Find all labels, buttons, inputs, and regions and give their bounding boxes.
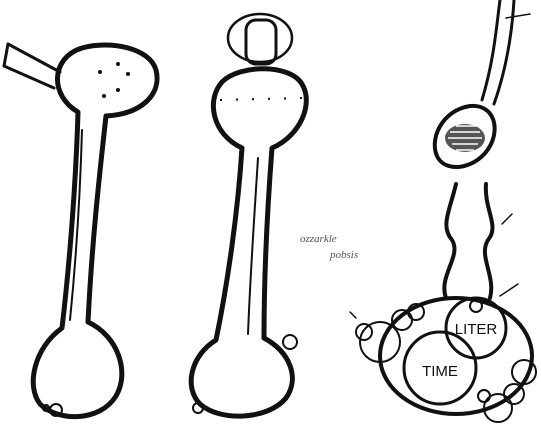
left-flask-icon: [4, 44, 157, 417]
faint-text-line-2: pobsis: [329, 249, 358, 261]
liter-label: LITER: [455, 321, 498, 338]
faint-text-line-1: ozzarkle: [300, 233, 337, 245]
right-blister-pipe-icon: LITER TIME: [350, 0, 536, 422]
time-label: TIME: [422, 363, 458, 380]
middle-flask-icon: [191, 14, 306, 416]
